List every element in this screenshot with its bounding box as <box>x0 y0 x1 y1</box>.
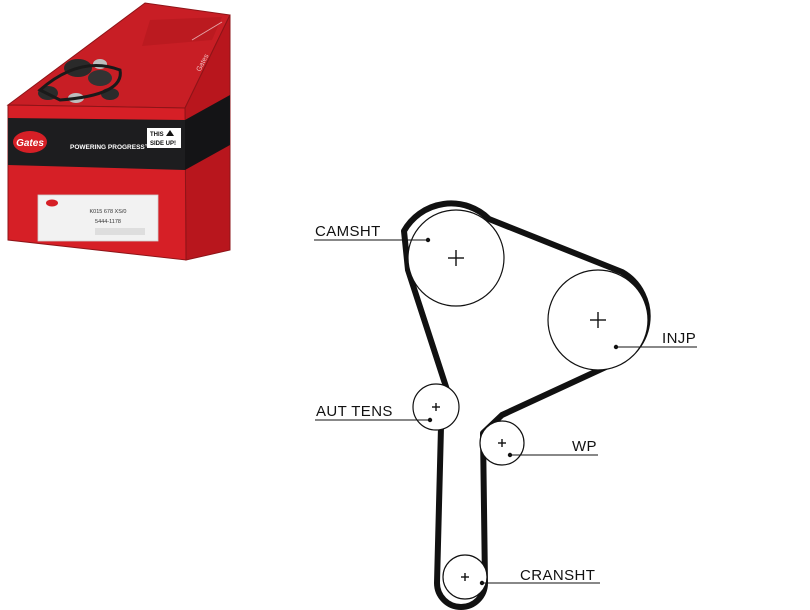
injection-pump-center-mark <box>590 312 606 328</box>
box-top-belt-photo <box>37 59 122 103</box>
product-box: Gates POWERING PROGRESS™ THIS SIDE UP! K… <box>6 2 231 261</box>
timing-belt-diagram: CAMSHT INJP AUT TENS WP CRANSHT <box>314 200 697 610</box>
box-right-band <box>185 95 230 170</box>
svg-text:5444-1178: 5444-1178 <box>95 219 121 225</box>
camshaft-leader <box>314 237 431 243</box>
camshaft-label: CAMSHT <box>315 223 381 240</box>
water-pump-center-mark <box>498 439 506 447</box>
crankshaft-label: CRANSHT <box>520 567 595 584</box>
this-side-up-badge: THIS SIDE UP! <box>147 128 181 148</box>
box-tagline: POWERING PROGRESS™ <box>70 144 151 151</box>
injection-pump-leader <box>613 344 697 350</box>
svg-text:Gates: Gates <box>16 138 44 149</box>
gates-logo: Gates <box>13 131 47 153</box>
injection-pump-label: INJP <box>662 330 696 347</box>
crankshaft-center-mark <box>461 573 469 581</box>
box-label: K015 678 XS/0 5444-1178 <box>37 194 159 242</box>
svg-text:THIS: THIS <box>150 132 164 138</box>
svg-text:SIDE UP!: SIDE UP! <box>150 141 176 147</box>
water-pump-leader <box>507 452 598 458</box>
box-front-band <box>8 118 185 170</box>
camshaft-center-mark <box>448 250 464 266</box>
auto-tensioner-label: AUT TENS <box>316 403 393 420</box>
auto-tensioner-leader <box>315 417 433 423</box>
water-pump-label: WP <box>572 438 597 455</box>
auto-tensioner-center-mark <box>432 403 440 411</box>
crankshaft-leader <box>479 580 600 586</box>
svg-text:K015 678 XS/0: K015 678 XS/0 <box>89 209 126 215</box>
box-top-stripe <box>142 17 222 46</box>
